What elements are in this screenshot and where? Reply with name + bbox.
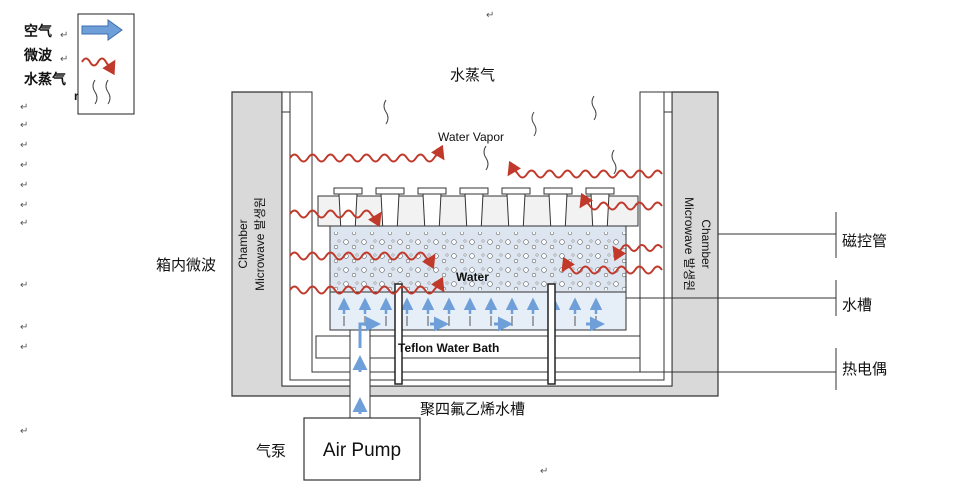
microwave-wave xyxy=(289,144,445,163)
microwave-wave xyxy=(579,192,663,211)
air-pipe xyxy=(349,316,381,421)
svg-text:↵: ↵ xyxy=(20,102,28,113)
svg-text:↵: ↵ xyxy=(20,160,28,171)
thermocouple-zh-label: 热电偶 xyxy=(842,360,887,378)
air-arrow-icon xyxy=(81,19,123,41)
water-tank-zh-label: 水槽 xyxy=(842,296,872,314)
vapor-icon xyxy=(92,79,111,105)
svg-text:↵: ↵ xyxy=(20,120,28,131)
svg-text:↵: ↵ xyxy=(540,466,548,477)
legend-microwave-label: 微波 xyxy=(23,47,53,64)
ptfe-tank-zh-label: 聚四氟乙烯水槽 xyxy=(420,400,525,418)
air-pump: Air Pump xyxy=(303,417,421,481)
microwave-wave-icon xyxy=(81,57,116,76)
legend: 空气 微波 水蒸气 r xyxy=(23,13,135,115)
svg-text:↵: ↵ xyxy=(20,342,28,353)
svg-text:↵: ↵ xyxy=(486,10,494,21)
chamber xyxy=(231,91,719,397)
microwave-wave xyxy=(507,160,663,179)
svg-text:↵: ↵ xyxy=(20,280,28,291)
chamber-label-right: Chamber xyxy=(699,219,713,268)
microwave-wave xyxy=(289,209,382,228)
chamber-label-left: Chamber xyxy=(236,219,250,268)
microwave-gen-label-right: Microwave 발생원 xyxy=(682,197,696,291)
vapor-squiggles xyxy=(383,95,617,175)
teflon-bath-label: Teflon Water Bath xyxy=(398,341,499,355)
air-pump-label: Air Pump xyxy=(323,440,401,461)
svg-text:↵: ↵ xyxy=(20,426,28,437)
air-pump-zh-label: 气泵 xyxy=(256,442,286,460)
water-label: Water xyxy=(456,270,489,284)
legend-air-label: 空气 xyxy=(24,23,52,40)
svg-text:↵: ↵ xyxy=(20,218,28,229)
svg-text:↵: ↵ xyxy=(20,140,28,151)
magnetron-zh-label: 磁控管 xyxy=(842,232,887,250)
microwave-gen-label-left: Microwave 발생원 xyxy=(253,197,267,291)
legend-stray-char: r xyxy=(74,89,79,103)
microwave-wave xyxy=(289,251,436,270)
svg-text:↵: ↵ xyxy=(20,200,28,211)
paragraph-marks: ↵ ↵ ↵ ↵ ↵ ↵ ↵ ↵ ↵ ↵ ↵ ↵ ↵ ↵ ↵ xyxy=(20,10,548,477)
callouts xyxy=(555,212,837,390)
microwave-waves xyxy=(289,144,663,295)
legend-vapor-label: 水蒸气 xyxy=(24,71,66,88)
svg-text:↵: ↵ xyxy=(60,54,68,65)
microwave-wave xyxy=(289,276,445,295)
svg-text:↵: ↵ xyxy=(20,322,28,333)
chamber-microwave-zh-label: 箱内微波 xyxy=(156,256,216,274)
svg-text:↵: ↵ xyxy=(20,180,28,191)
microwave-wave xyxy=(561,256,663,275)
thermocouples xyxy=(394,283,556,385)
microwave-wave xyxy=(612,244,663,262)
water-vapor-zh-label: 水蒸气 xyxy=(450,66,495,84)
water-vapor-en-label: Water Vapor xyxy=(438,130,504,144)
svg-text:↵: ↵ xyxy=(60,30,68,41)
